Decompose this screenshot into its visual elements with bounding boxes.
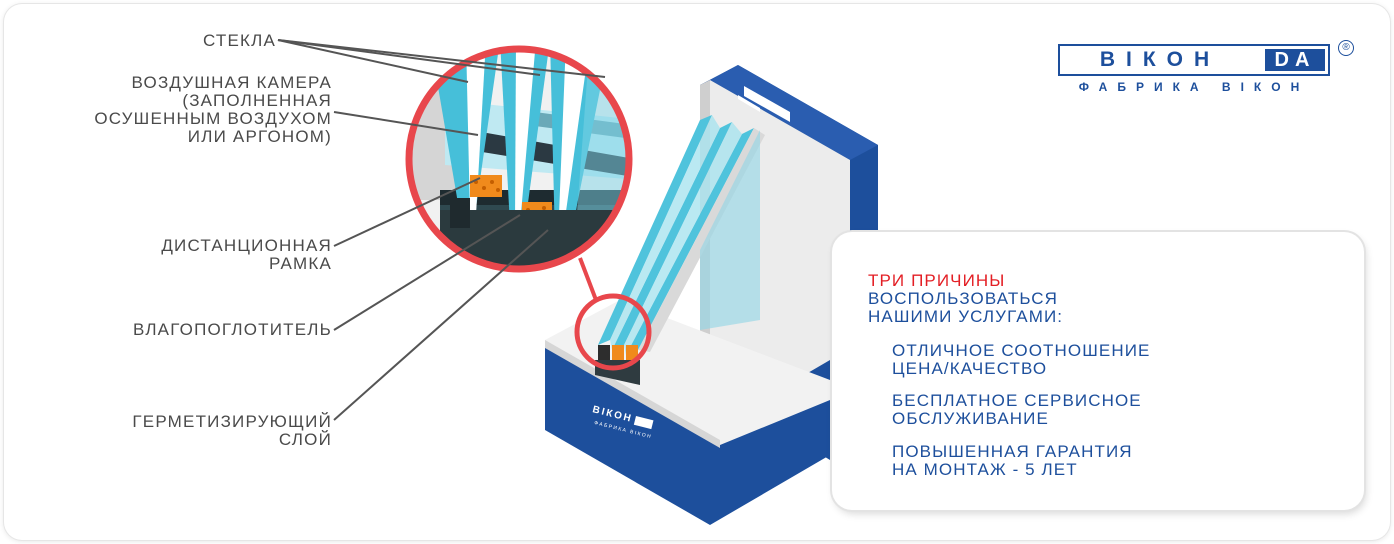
label-desiccant: ВЛАГОПОГЛОТИТЕЛЬ (132, 320, 332, 339)
reason-1-line1: ОТЛИЧНОЕ СООТНОШЕНИЕ (892, 341, 1151, 360)
label-sealant-line2: СЛОЙ (278, 430, 332, 449)
logo-tagline: ФАБРИКА ВІКОН (1078, 80, 1310, 94)
logo-suffix: DA (1265, 49, 1325, 71)
logo-word: ВІКОН (1099, 48, 1221, 71)
label-air-chamber-line3: ОСУШЕННЫМ ВОЗДУХОМ (94, 109, 332, 128)
card-heading-red: ТРИ ПРИЧИНЫ (868, 271, 1006, 290)
card-heading-line2: ВОСПОЛЬЗОВАТЬСЯ (868, 289, 1058, 308)
label-sealant-line1: ГЕРМЕТИЗИРУЮЩИЙ (132, 412, 332, 431)
label-air-chamber: ВОЗДУШНАЯ КАМЕРА (ЗАПОЛНЕННАЯ ОСУШЕННЫМ … (94, 74, 332, 146)
label-spacer-line2: РАМКА (269, 254, 332, 273)
label-sealant: ГЕРМЕТИЗИРУЮЩИЙ СЛОЙ (132, 413, 332, 449)
card-heading-line3: НАШИМИ УСЛУГАМИ: (868, 307, 1064, 326)
label-spacer-line1: ДИСТАНЦИОННАЯ (161, 236, 332, 255)
label-air-chamber-line1: ВОЗДУШНАЯ КАМЕРА (131, 73, 332, 92)
detail-marker-circle (574, 293, 652, 371)
leader-lines (277, 39, 606, 421)
registered-mark: ® (1338, 40, 1354, 56)
reason-2-line1: БЕСПЛАТНОЕ СЕРВИСНОЕ (892, 391, 1142, 410)
label-glass: СТЕКЛА (202, 31, 276, 50)
reason-3-line2: НА МОНТАЖ - 5 ЛЕТ (892, 460, 1078, 479)
magnified-detail (405, 45, 633, 273)
reason-3-line1: ПОВЫШЕННАЯ ГАРАНТИЯ (892, 442, 1133, 461)
reason-2-line2: ОБСЛУЖИВАНИЕ (892, 409, 1049, 428)
label-air-chamber-line2: (ЗАПОЛНЕННАЯ (182, 91, 332, 110)
reason-1-line2: ЦЕНА/КАЧЕСТВО (892, 359, 1048, 378)
brand-logo: ВІКОН DA (1058, 44, 1330, 76)
reasons-card: ТРИ ПРИЧИНЫ ВОСПОЛЬЗОВАТЬСЯ НАШИМИ УСЛУГ… (832, 232, 1364, 510)
label-spacer: ДИСТАНЦИОННАЯ РАМКА (161, 237, 332, 273)
label-air-chamber-line4: ИЛИ АРГОНОМ) (187, 127, 332, 146)
